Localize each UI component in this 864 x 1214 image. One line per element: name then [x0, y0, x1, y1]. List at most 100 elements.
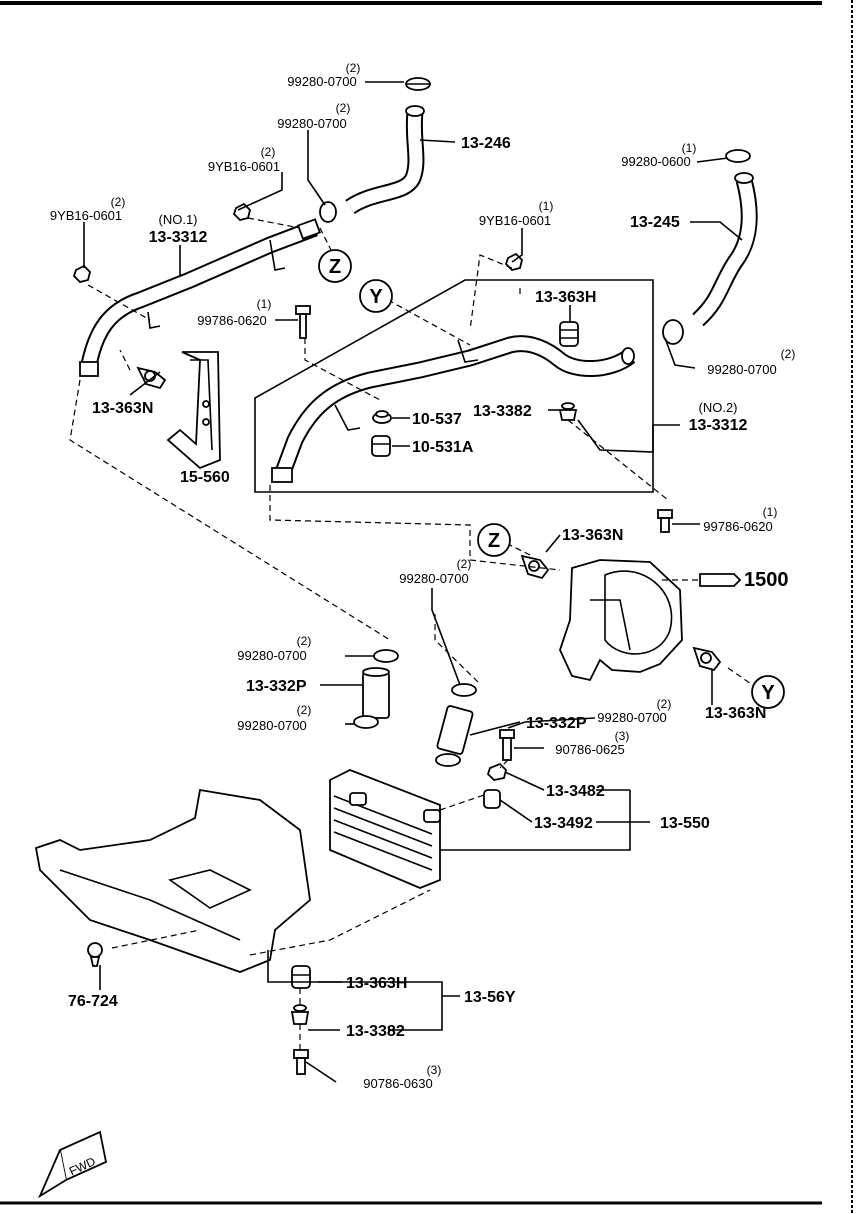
- callout-z-top: Z: [318, 249, 352, 283]
- part-number[interactable]: 99786-0620: [197, 313, 266, 328]
- part-number[interactable]: 13-245: [630, 214, 680, 231]
- bolt-right[interactable]: [657, 509, 673, 533]
- qty-label: (2): [346, 61, 361, 75]
- bolt-630[interactable]: [293, 1049, 309, 1075]
- part-number[interactable]: 99280-0700: [597, 710, 666, 725]
- qty-label: (2): [297, 703, 312, 717]
- part-number[interactable]: 99280-0700: [707, 362, 776, 377]
- callout-z-mid: Z: [477, 523, 511, 557]
- clamp-right-top[interactable]: [725, 149, 751, 163]
- pipe-no2-frame: [254, 279, 654, 493]
- part-number[interactable]: 13-3312: [689, 417, 748, 434]
- qty-label: (2): [111, 195, 126, 209]
- grommet-10537[interactable]: [372, 410, 392, 424]
- callout-y-top: Y: [359, 279, 393, 313]
- part-number[interactable]: 90786-0630: [363, 1076, 432, 1091]
- collar-3382-top[interactable]: [558, 402, 578, 421]
- part-number[interactable]: 13-363N: [92, 400, 153, 417]
- part-note: (NO.2): [699, 400, 738, 415]
- under-cover[interactable]: [34, 788, 311, 973]
- clamp-332p-right[interactable]: [435, 753, 461, 767]
- hose-13-245[interactable]: [692, 172, 758, 327]
- ref-1500[interactable]: 1500: [662, 569, 789, 591]
- callout-y-right: Y: [751, 675, 785, 709]
- qty-label: (3): [427, 1063, 442, 1077]
- qty-label: (3): [615, 729, 630, 743]
- hose-13-246[interactable]: [345, 105, 425, 215]
- part-number[interactable]: 76-724: [68, 993, 118, 1010]
- nut-far-left[interactable]: [72, 264, 91, 283]
- part-number[interactable]: 13-332P: [526, 715, 587, 732]
- part-number[interactable]: 13-332P: [246, 678, 307, 695]
- collar-3382-bottom[interactable]: [290, 1004, 310, 1025]
- part-number[interactable]: 10-537: [412, 411, 462, 428]
- part-number[interactable]: 99280-0700: [237, 648, 306, 663]
- part-number[interactable]: 13-363N: [562, 527, 623, 544]
- part-number[interactable]: 90786-0625: [555, 742, 624, 757]
- bolt-625[interactable]: [499, 729, 515, 761]
- part-number[interactable]: 9YB16-0601: [208, 159, 280, 174]
- grommet-363h-top[interactable]: [559, 321, 579, 347]
- part-number[interactable]: 13-363H: [346, 975, 407, 992]
- clamp-top[interactable]: [405, 77, 431, 91]
- qty-label: (1): [682, 141, 697, 155]
- qty-label: (2): [457, 557, 472, 571]
- qty-label: (2): [297, 634, 312, 648]
- part-number[interactable]: 99280-0700: [287, 74, 356, 89]
- qty-label: (2): [781, 347, 796, 361]
- clamp-left-b[interactable]: [353, 715, 379, 729]
- svg-text:Z: Z: [329, 256, 341, 278]
- part-number[interactable]: 13-56Y: [464, 989, 516, 1006]
- part-number[interactable]: 99280-0600: [621, 154, 690, 169]
- part-number[interactable]: 9YB16-0601: [50, 208, 122, 223]
- svg-text:Y: Y: [369, 286, 383, 308]
- part-number[interactable]: 13-3382: [473, 403, 532, 420]
- dashed-leaders: [69, 217, 761, 1050]
- clamp-left-a[interactable]: [373, 649, 399, 663]
- part-number[interactable]: 13-246: [461, 135, 511, 152]
- fwd-arrow-icon: [38, 1130, 108, 1199]
- clamp-mid[interactable]: [451, 683, 477, 697]
- part-number[interactable]: 15-560: [180, 469, 230, 486]
- solid-leaders: [83, 81, 743, 1083]
- pointing-hand-icon: [699, 573, 742, 587]
- oil-cooler[interactable]: [329, 769, 441, 889]
- part-number[interactable]: 99280-0700: [277, 116, 346, 131]
- clamp-right-low[interactable]: [662, 319, 684, 345]
- part-note: (NO.1): [159, 212, 198, 227]
- part-number[interactable]: 99280-0700: [399, 571, 468, 586]
- part-number[interactable]: 99786-0620: [703, 519, 772, 534]
- engine-block[interactable]: [559, 559, 683, 682]
- part-number[interactable]: 13-363H: [535, 289, 596, 306]
- part-number[interactable]: 13-3382: [346, 1023, 405, 1040]
- part-number[interactable]: 13-550: [660, 815, 710, 832]
- part-number[interactable]: 9YB16-0601: [479, 213, 551, 228]
- grommet-10531a[interactable]: [371, 435, 391, 457]
- part-number[interactable]: 13-3482: [546, 783, 605, 800]
- grommet-363h-bottom[interactable]: [291, 965, 311, 989]
- qty-label: (1): [257, 297, 272, 311]
- qty-label: (2): [336, 101, 351, 115]
- part-number[interactable]: 13-3492: [534, 815, 593, 832]
- clip-76724[interactable]: [87, 942, 103, 967]
- part-number[interactable]: 13-363N: [705, 705, 766, 722]
- pipe-no1[interactable]: [79, 218, 322, 377]
- part-number[interactable]: 13-3312: [149, 229, 208, 246]
- nipple-363n-right[interactable]: [692, 646, 722, 672]
- pipe-no2[interactable]: [271, 335, 636, 483]
- cushion-3492[interactable]: [483, 789, 501, 809]
- hose-332p-right[interactable]: [436, 705, 474, 755]
- qty-label: (2): [657, 697, 672, 711]
- bolt-mid[interactable]: [295, 305, 311, 339]
- qty-label: (2): [261, 145, 276, 159]
- clamp-mid-upper[interactable]: [319, 201, 337, 223]
- cushion-3482[interactable]: [486, 762, 507, 781]
- hose-332p-left[interactable]: [362, 667, 390, 719]
- svg-text:Z: Z: [488, 530, 500, 552]
- bracket-15-560[interactable]: [166, 351, 221, 470]
- svg-text:1500: 1500: [744, 569, 789, 591]
- part-number[interactable]: 99280-0700: [237, 718, 306, 733]
- svg-text:Y: Y: [761, 682, 775, 704]
- part-number[interactable]: 10-531A: [412, 439, 474, 456]
